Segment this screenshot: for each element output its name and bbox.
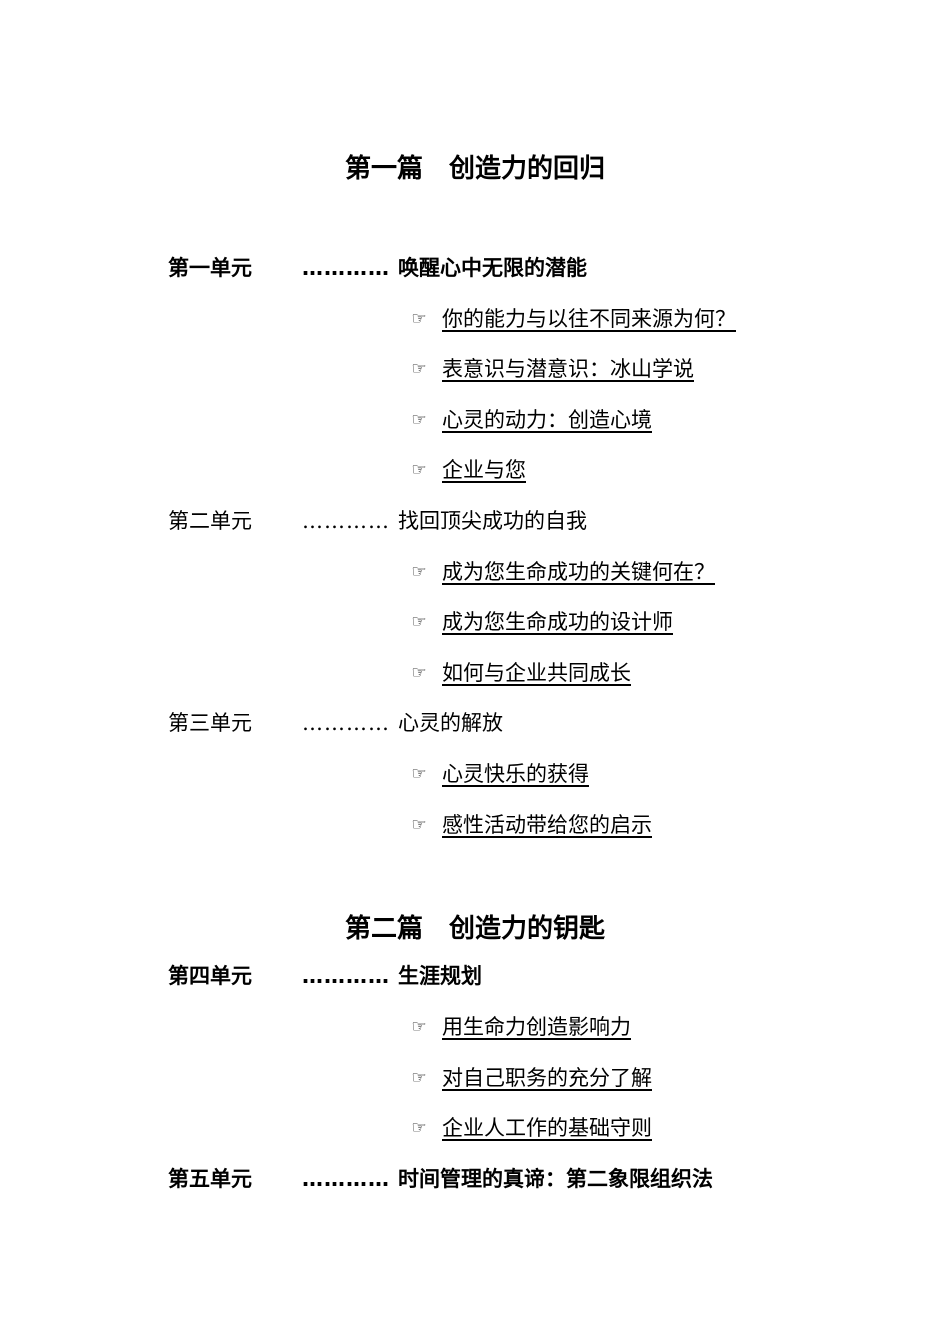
part-title-1: 第一篇 创造力的回归 xyxy=(344,154,605,184)
toc-link[interactable]: 对自己职务的充分了解 xyxy=(442,1066,652,1090)
hand-pointing-icon: ☞ xyxy=(411,410,427,430)
unit-title: 时间管理的真谛：第二象限组织法 xyxy=(398,1167,713,1191)
toc-link[interactable]: 企业与您 xyxy=(442,458,526,482)
hand-pointing-icon: ☞ xyxy=(411,764,427,784)
hand-pointing-icon: ☞ xyxy=(411,1068,427,1088)
unit-label: 第一单元 xyxy=(168,256,252,280)
unit-title: 找回顶尖成功的自我 xyxy=(398,509,587,533)
toc-link[interactable]: 表意识与潜意识：冰山学说 xyxy=(442,357,694,381)
hand-pointing-icon: ☞ xyxy=(411,359,427,379)
toc-link[interactable]: 成为您生命成功的关键何在？ xyxy=(442,560,715,584)
unit-title: 心灵的解放 xyxy=(398,711,503,735)
toc-link[interactable]: 企业人工作的基础守则 xyxy=(442,1116,652,1140)
hand-pointing-icon: ☞ xyxy=(411,815,427,835)
hand-pointing-icon: ☞ xyxy=(411,1017,427,1037)
leader-dots: ………… xyxy=(302,509,390,533)
hand-pointing-icon: ☞ xyxy=(411,460,427,480)
unit-label: 第四单元 xyxy=(168,964,252,988)
toc-link[interactable]: 你的能力与以往不同来源为何？ xyxy=(442,307,736,331)
toc-link[interactable]: 成为您生命成功的设计师 xyxy=(442,610,673,634)
toc-link[interactable]: 心灵快乐的获得 xyxy=(442,762,589,786)
hand-pointing-icon: ☞ xyxy=(411,1118,427,1138)
toc-link[interactable]: 感性活动带给您的启示 xyxy=(442,813,652,837)
part-title-2: 第二篇 创造力的钥匙 xyxy=(344,914,605,944)
hand-pointing-icon: ☞ xyxy=(411,562,427,582)
hand-pointing-icon: ☞ xyxy=(411,309,427,329)
leader-dots: ………… xyxy=(302,964,390,988)
unit-label: 第五单元 xyxy=(168,1167,252,1191)
unit-label: 第三单元 xyxy=(168,711,252,735)
toc-link[interactable]: 用生命力创造影响力 xyxy=(442,1015,631,1039)
unit-title: 生涯规划 xyxy=(398,964,482,988)
leader-dots: ………… xyxy=(302,711,390,735)
hand-pointing-icon: ☞ xyxy=(411,612,427,632)
toc-link[interactable]: 如何与企业共同成长 xyxy=(442,661,631,685)
leader-dots: ………… xyxy=(302,1167,390,1191)
hand-pointing-icon: ☞ xyxy=(411,663,427,683)
unit-title: 唤醒心中无限的潜能 xyxy=(398,256,587,280)
toc-link[interactable]: 心灵的动力：创造心境 xyxy=(442,408,652,432)
leader-dots: ………… xyxy=(302,256,390,280)
unit-label: 第二单元 xyxy=(168,509,252,533)
